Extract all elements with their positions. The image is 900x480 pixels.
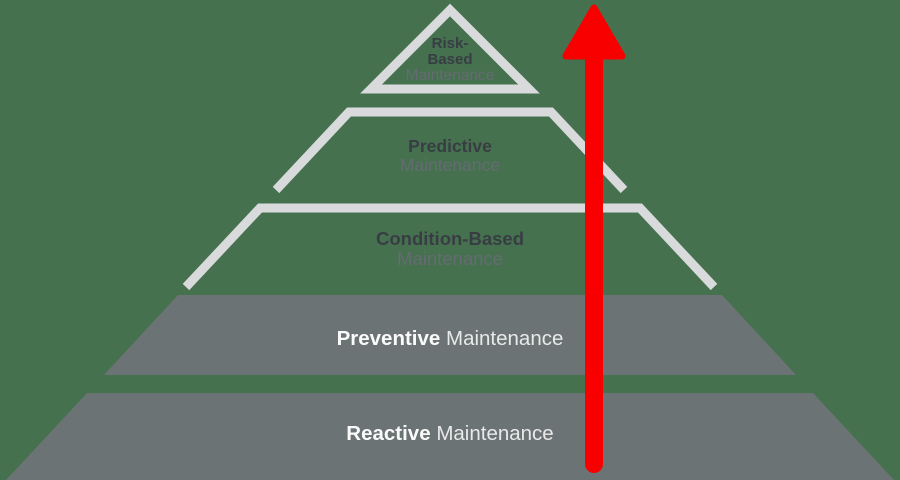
tier-reactive-shape [6, 393, 894, 480]
up-arrow-head-icon [562, 4, 626, 60]
tier-preventive-shape [104, 295, 796, 375]
tier-risk-based-shape [360, 3, 540, 94]
tier-predictive-shape [272, 107, 628, 194]
up-arrow [562, 4, 626, 473]
tier-condition-based-shape [182, 203, 718, 291]
